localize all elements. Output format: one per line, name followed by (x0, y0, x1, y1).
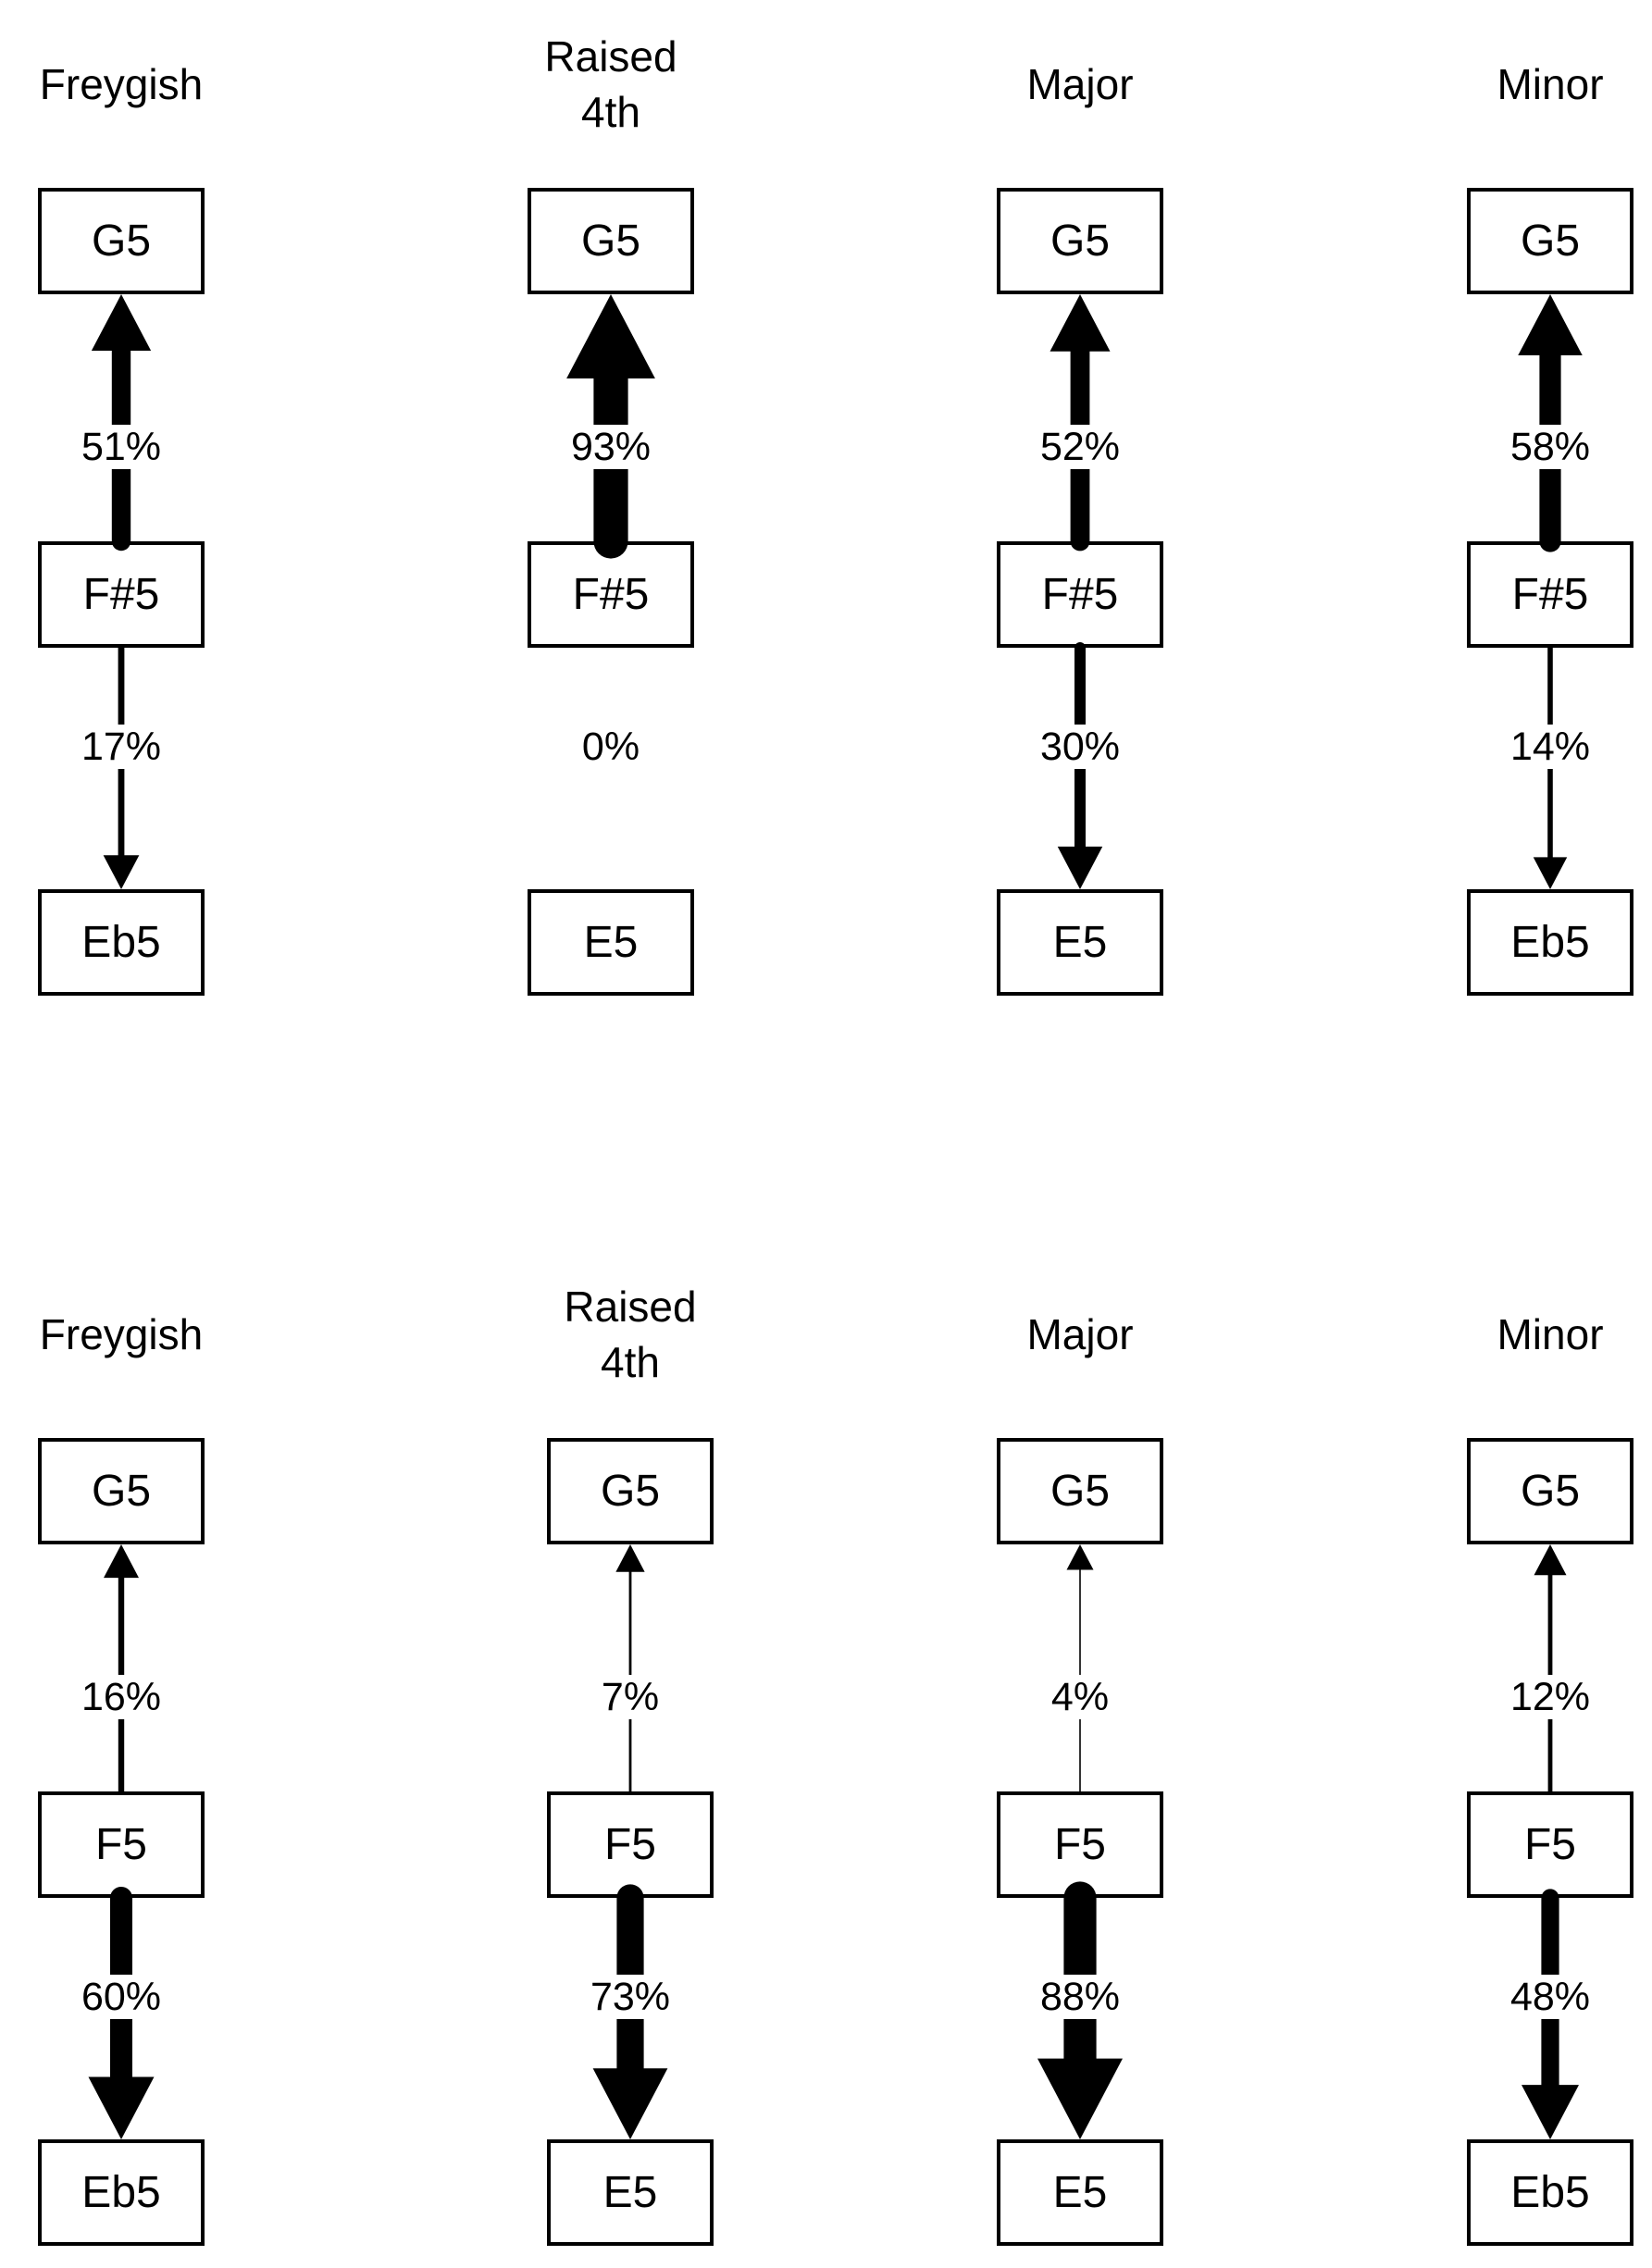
column-title: Major (1026, 60, 1134, 109)
up-percentage-label: 16% (0, 1673, 260, 1721)
column-title: Raised 4th (544, 32, 677, 136)
note-box-g5: G5 (547, 1438, 714, 1544)
column-raised-4th-upper: Raised 4th G5 93% F#5 0% E5 (528, 0, 694, 1018)
down-percentage-label: 0% (472, 723, 750, 771)
up-arrow-icon (91, 294, 152, 552)
note-box-f5: F5 (1467, 1791, 1633, 1898)
down-percentage-label: 48% (1411, 1973, 1652, 2021)
up-arrow-icon (1534, 1544, 1567, 1794)
down-percentage-label: 30% (941, 723, 1219, 771)
note-box-f5: F5 (997, 1791, 1163, 1898)
up-percentage-label: 58% (1411, 423, 1652, 471)
note-box-eb5: Eb5 (38, 2139, 205, 2246)
up-percentage-label: 93% (472, 423, 750, 471)
up-arrow-icon (615, 1544, 645, 1793)
down-transition: 14% (1467, 645, 1633, 889)
column-freygish-upper: Freygish G5 51% F#5 17% Eb5 (38, 0, 205, 1018)
down-transition: 73% (547, 1884, 714, 2139)
note-box-e5: E5 (528, 889, 694, 996)
note-box-eb5: Eb5 (1467, 889, 1633, 996)
down-transition: 48% (1467, 1889, 1633, 2139)
column-title: Minor (1497, 60, 1604, 109)
note-box-g5: G5 (1467, 1438, 1633, 1544)
note-box-g5: G5 (38, 188, 205, 294)
note-box-e5: E5 (547, 2139, 714, 2246)
up-arrow-icon (566, 294, 655, 559)
up-transition: 4% (997, 1544, 1163, 1792)
note-box-g5: G5 (997, 1438, 1163, 1544)
up-percentage-label: 4% (941, 1673, 1219, 1721)
up-transition: 93% (528, 294, 694, 559)
note-box-g5: G5 (997, 188, 1163, 294)
up-transition: 52% (997, 294, 1163, 552)
note-box-eb5: Eb5 (1467, 2139, 1633, 2246)
down-percentage-label: 17% (0, 723, 260, 771)
up-percentage-label: 52% (941, 423, 1219, 471)
up-transition: 51% (38, 294, 205, 552)
up-transition: 12% (1467, 1544, 1633, 1794)
column-title: Raised 4th (564, 1283, 697, 1386)
column-title: Major (1026, 1310, 1134, 1359)
group-fsharp5: Freygish G5 51% F#5 17% Eb5 Raised 4th G… (0, 0, 1652, 1018)
note-box-g5: G5 (38, 1438, 205, 1544)
column-title: Freygish (39, 1310, 204, 1359)
up-arrow-icon (104, 1544, 139, 1795)
column-minor-upper: Minor G5 58% F#5 14% Eb5 (1467, 0, 1633, 1018)
column-title: Freygish (39, 60, 204, 109)
note-box-e5: E5 (997, 2139, 1163, 2246)
up-percentage-label: 7% (491, 1673, 769, 1721)
column-title: Minor (1497, 1310, 1604, 1359)
column-raised-4th-lower: Raised 4th G5 7% F5 73% E5 (547, 1250, 714, 2268)
up-percentage-label: 12% (1411, 1673, 1652, 1721)
note-box-g5: G5 (528, 188, 694, 294)
up-percentage-label: 51% (0, 423, 260, 471)
note-box-fsharp5: F#5 (528, 541, 694, 648)
down-percentage-label: 88% (941, 1973, 1219, 2021)
note-box-eb5: Eb5 (38, 889, 205, 996)
down-transition: 17% (38, 644, 205, 889)
down-transition: 30% (997, 642, 1163, 889)
down-percentage-label: 73% (491, 1973, 769, 2021)
up-transition: 58% (1467, 294, 1633, 552)
up-arrow-icon (1050, 294, 1111, 552)
down-transition: 60% (38, 1887, 205, 2139)
column-freygish-lower: Freygish G5 16% F5 60% Eb5 (38, 1250, 205, 2268)
note-box-e5: E5 (997, 889, 1163, 996)
down-percentage-label: 14% (1411, 723, 1652, 771)
group-f5: Freygish G5 16% F5 60% Eb5 Raised 4th G5… (0, 1250, 1652, 2268)
note-box-f5: F5 (547, 1791, 714, 1898)
down-transition: 0% (528, 648, 694, 889)
note-box-fsharp5: F#5 (1467, 541, 1633, 648)
note-box-g5: G5 (1467, 188, 1633, 294)
up-arrow-icon (1518, 294, 1583, 552)
down-transition: 88% (997, 1881, 1163, 2139)
up-transition: 7% (547, 1544, 714, 1793)
down-percentage-label: 60% (0, 1973, 260, 2021)
column-major-lower: Major G5 4% F5 88% E5 (997, 1250, 1163, 2268)
column-major-upper: Major G5 52% F#5 30% E5 (997, 0, 1163, 1018)
up-transition: 16% (38, 1544, 205, 1795)
note-box-f5: F5 (38, 1791, 205, 1898)
column-minor-lower: Minor G5 12% F5 48% Eb5 (1467, 1250, 1633, 2268)
note-box-fsharp5: F#5 (997, 541, 1163, 648)
up-arrow-icon (1066, 1544, 1094, 1792)
note-box-fsharp5: F#5 (38, 541, 205, 648)
